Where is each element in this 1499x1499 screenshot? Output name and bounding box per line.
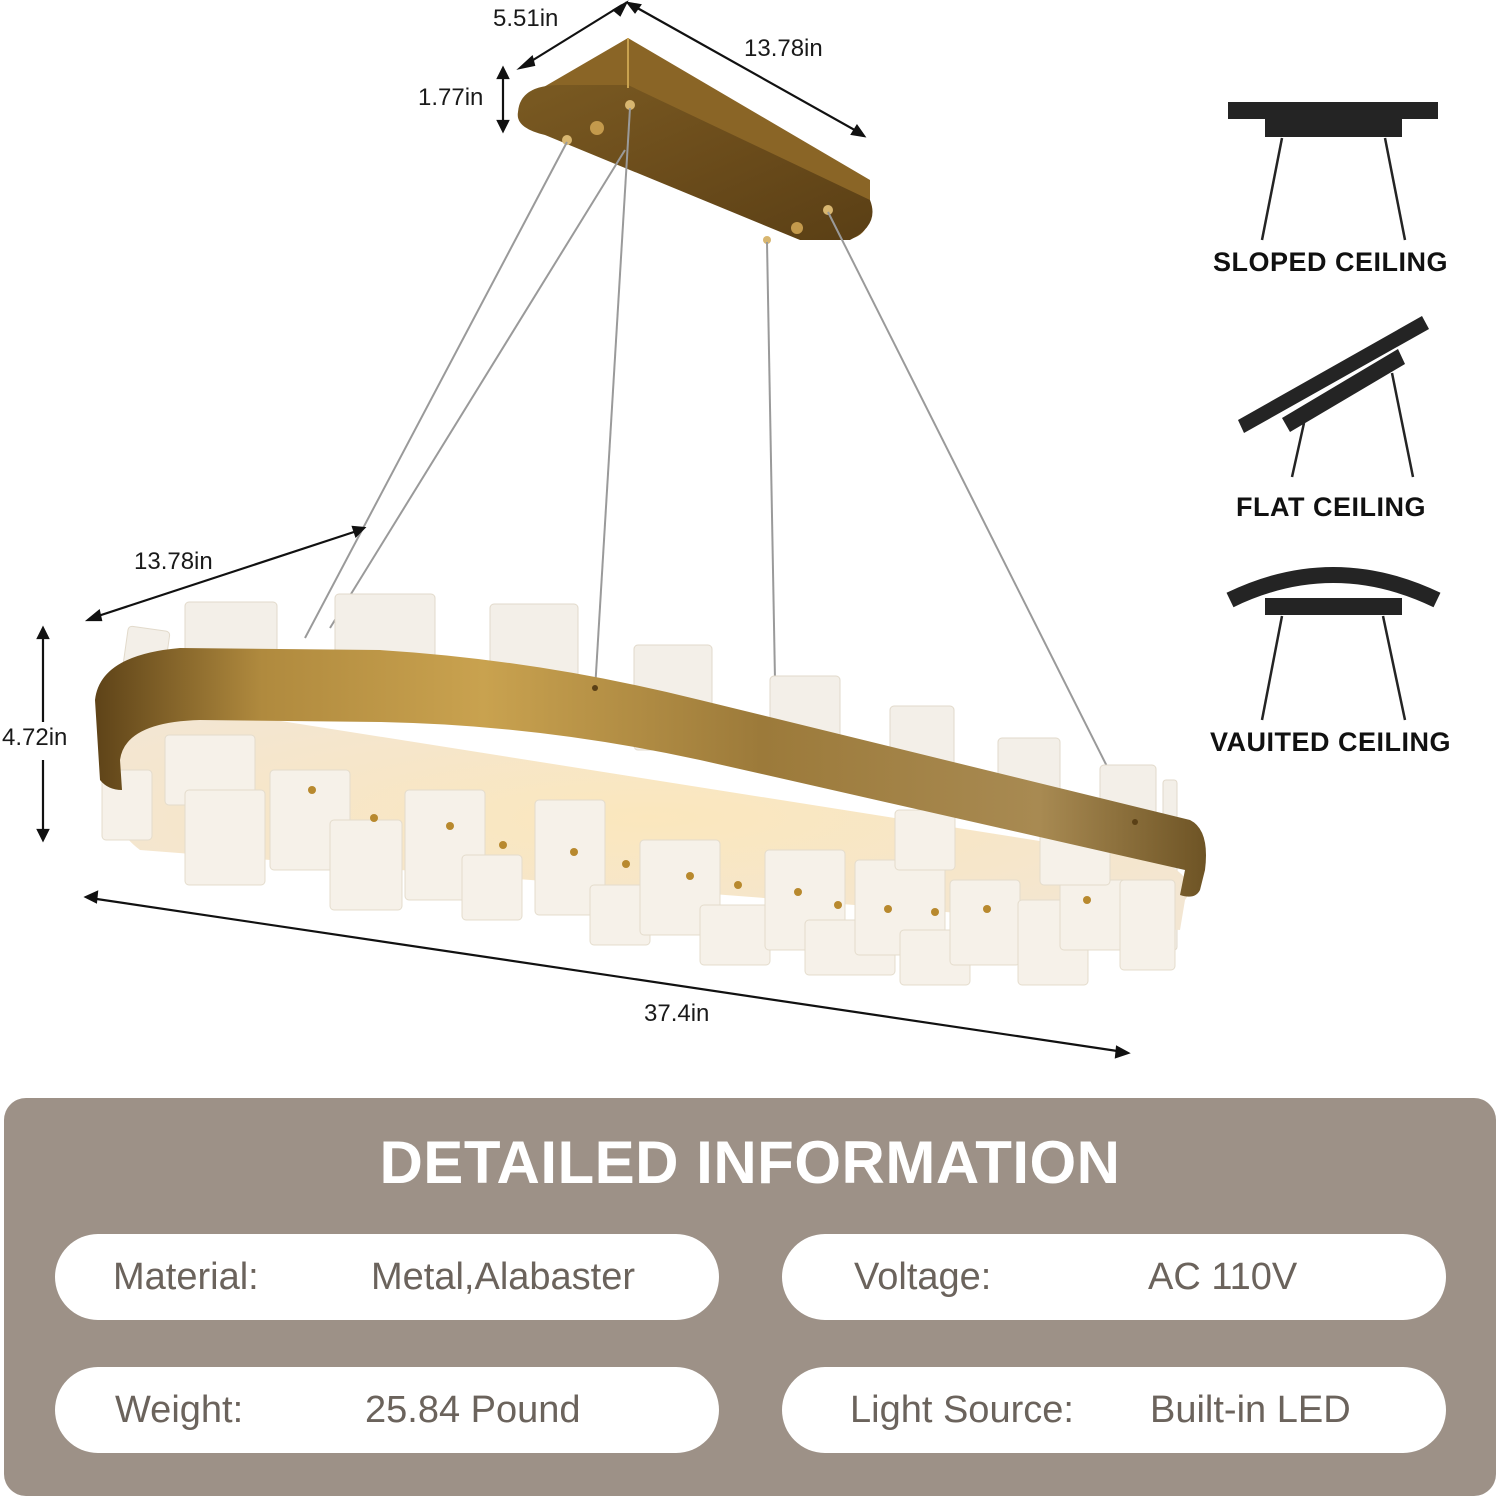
- dim-body-width: 13.78in: [134, 548, 213, 575]
- sloped-ceiling-label: SLOPED CEILING: [1213, 247, 1449, 277]
- spec-weight: Weight: 25.84 Pound: [55, 1367, 719, 1453]
- panel-title: DETAILED INFORMATION: [379, 1129, 1121, 1196]
- chandelier-illustration: [36, 0, 1441, 1059]
- vaulted-ceiling-label: VAUITED CEILING: [1210, 727, 1452, 757]
- sloped-ceiling-icon: [1228, 102, 1438, 241]
- vaulted-ceiling-icon: [1226, 567, 1441, 721]
- alabaster-tiles-front: [101, 734, 1176, 986]
- spec-value: Metal,Alabaster: [371, 1256, 636, 1298]
- dim-body-length: 37.4in: [644, 1000, 710, 1027]
- spec-voltage: Voltage: AC 110V: [782, 1234, 1446, 1320]
- dim-body-height: 4.72in: [2, 724, 68, 751]
- spec-value: 25.84 Pound: [365, 1389, 581, 1431]
- spec-value: Built-in LED: [1150, 1389, 1351, 1431]
- dim-canopy-width: 5.51in: [493, 5, 559, 32]
- dim-canopy-length: 13.78in: [744, 35, 823, 62]
- flat-ceiling-label: FLAT CEILING: [1236, 492, 1426, 522]
- spec-key: Voltage:: [854, 1256, 992, 1298]
- spec-value: AC 110V: [1148, 1256, 1298, 1298]
- dim-canopy-height: 1.77in: [418, 84, 484, 111]
- spec-key: Weight:: [115, 1389, 244, 1431]
- brass-screws: [308, 786, 1091, 916]
- canopy: [517, 38, 873, 244]
- detailed-information-panel: DETAILED INFORMATION Material: Metal,Ala…: [4, 1098, 1496, 1496]
- dimension-arrows: [36, 0, 1131, 1059]
- flat-ceiling-icon: [1238, 316, 1429, 478]
- brass-ring: [95, 648, 1206, 897]
- spec-material: Material: Metal,Alabaster: [55, 1234, 719, 1320]
- suspension-cables: [304, 107, 1136, 823]
- spec-key: Material:: [113, 1256, 259, 1298]
- spec-light-source: Light Source: Built-in LED: [782, 1367, 1446, 1453]
- spec-key: Light Source:: [850, 1389, 1074, 1431]
